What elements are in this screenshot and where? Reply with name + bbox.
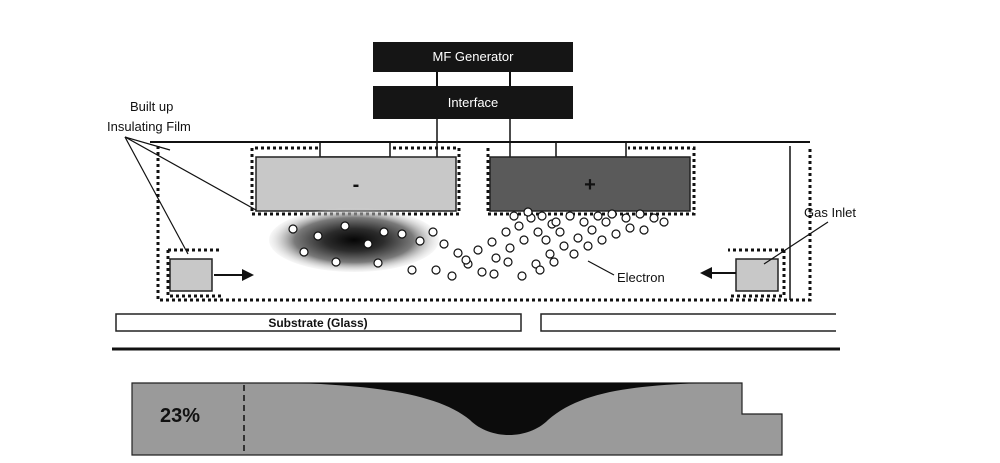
electron-dot: [501, 227, 511, 237]
substrate-right-plate: [540, 313, 836, 332]
electron-dot: [597, 235, 607, 245]
electron-dot: [428, 227, 438, 237]
electron-dot: [601, 217, 611, 227]
cathode-mount: [319, 141, 391, 158]
left-gas-inlet: [166, 248, 254, 298]
electron-dot: [514, 221, 524, 231]
insulating-film-chamber: [156, 146, 812, 302]
insulating-film-callout: Built up Insulating Film: [107, 99, 257, 255]
cathode-sign: -: [353, 174, 360, 196]
right-gas-inlet: [700, 248, 786, 298]
left-arrow-icon: [242, 269, 254, 281]
film-label-line2: Insulating Film: [107, 119, 191, 134]
electron-dot: [659, 217, 669, 227]
cathode-film: [250, 146, 461, 216]
electron-dot: [407, 265, 417, 275]
electron-dot: [491, 253, 501, 263]
electron-dot: [625, 223, 635, 233]
electron-dot: [517, 271, 527, 281]
electron-dot: [340, 221, 350, 231]
electron-dot: [579, 217, 589, 227]
electron-dot: [537, 211, 547, 221]
electron-dot: [473, 245, 483, 255]
electron-dot: [635, 209, 645, 219]
electron-dot: [621, 213, 631, 223]
mf-generator-label: MF Generator: [433, 49, 515, 64]
anode-film: [486, 146, 696, 216]
electron-dot: [569, 249, 579, 259]
electron-dot: [535, 265, 545, 275]
electron-dot: [573, 233, 583, 243]
cathode-electrode: -: [255, 156, 457, 212]
electron-dot: [313, 231, 323, 241]
gas-inlet-label: Gas Inlet: [804, 205, 856, 220]
electron-dot: [533, 227, 543, 237]
anode-sign: +: [584, 174, 596, 196]
electron-dot: [545, 249, 555, 259]
electron-dot: [583, 241, 593, 251]
electron-dot: [489, 269, 499, 279]
electron-dot: [447, 271, 457, 281]
percent-label: 23%: [160, 405, 200, 427]
electron-dot: [549, 257, 559, 267]
electron-dot: [439, 239, 449, 249]
electron-dot: [461, 255, 471, 265]
electron-dot: [587, 225, 597, 235]
electron-dot: [415, 236, 425, 246]
electron-dot: [331, 257, 341, 267]
electron-dot: [431, 265, 441, 275]
electron-dot: [607, 209, 617, 219]
electron-dot: [611, 229, 621, 239]
electron-dot: [541, 235, 551, 245]
electron-callout: Electron: [587, 260, 665, 285]
film-label-line1: Built up: [130, 99, 173, 114]
electron-dot: [477, 267, 487, 277]
electron-dot: [523, 207, 533, 217]
electron-label: Electron: [617, 270, 665, 285]
electron-dot: [551, 217, 561, 227]
substrate: Substrate (Glass): [115, 313, 836, 332]
deposition-dip: [298, 383, 700, 435]
electron-dot: [559, 241, 569, 251]
electron-dot: [299, 247, 309, 257]
substrate-left-plate: [115, 313, 522, 332]
electron-dot: [363, 239, 373, 249]
electron-dot: [487, 237, 497, 247]
electron-dot: [509, 211, 519, 221]
electron-dot: [397, 229, 407, 239]
electron-dot: [555, 227, 565, 237]
interface-box: Interface: [373, 86, 573, 119]
electron-dot: [639, 225, 649, 235]
interface-label: Interface: [448, 95, 499, 110]
electron-dot: [593, 211, 603, 221]
profile-base: [131, 382, 783, 456]
electron-dot: [453, 248, 463, 258]
electron-dot: [565, 211, 575, 221]
electron-dot: [505, 243, 515, 253]
electron-dot: [379, 227, 389, 237]
anode-electrode: +: [489, 156, 691, 212]
gas-inlet-callout: Gas Inlet: [763, 205, 856, 265]
electron-cloud: [288, 207, 669, 281]
electron-dot: [288, 224, 298, 234]
electron-dot: [649, 213, 659, 223]
anode-mount: [555, 141, 627, 158]
right-arrow-icon: [700, 267, 712, 279]
substrate-label: Substrate (Glass): [268, 316, 367, 330]
plasma-glow: [269, 208, 439, 272]
thickness-profile: 23%: [131, 382, 783, 456]
mf-generator-box: MF Generator: [373, 42, 573, 72]
electron-dot: [519, 235, 529, 245]
electron-dot: [503, 257, 513, 267]
electron-dot: [373, 258, 383, 268]
